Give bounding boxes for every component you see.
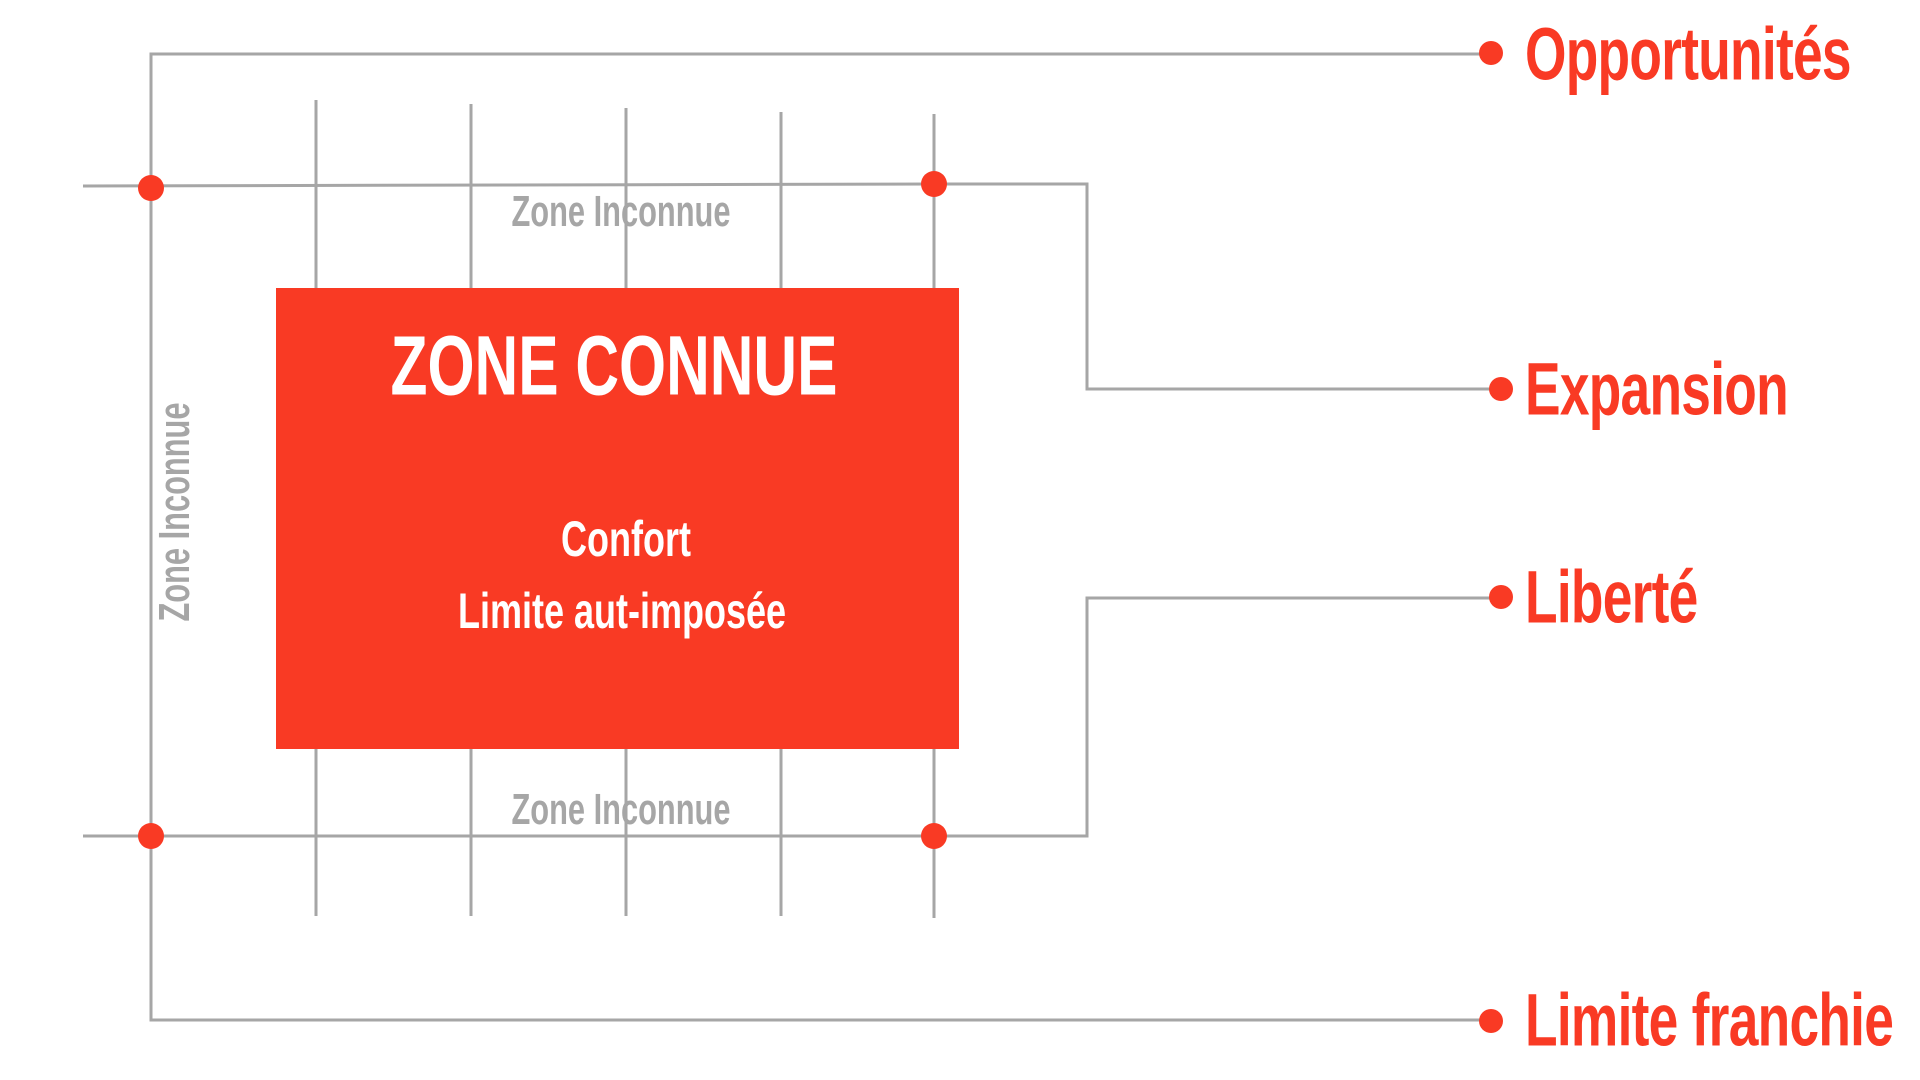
dot-opportunites xyxy=(1479,41,1503,65)
dot-limite-franchie xyxy=(1479,1009,1503,1033)
dot xyxy=(921,171,947,197)
dot xyxy=(138,175,164,201)
outcome-opportunites: Opportunités xyxy=(1525,12,1852,96)
unknown-zone-top-label: Zone Inconnue xyxy=(511,187,731,236)
line-expansion xyxy=(934,182,1501,391)
dot xyxy=(921,823,947,849)
dot xyxy=(138,823,164,849)
self-imposed-limit-label: Limite aut-imposée xyxy=(457,583,787,639)
unknown-zone-bottom-label: Zone Inconnue xyxy=(511,785,731,834)
comfort-label: Confort xyxy=(561,511,691,567)
line-opportunites xyxy=(149,52,1491,1022)
outcome-expansion: Expansion xyxy=(1525,347,1789,431)
dot-expansion xyxy=(1489,377,1513,401)
line-liberte xyxy=(934,596,1501,838)
outcome-liberte: Liberté xyxy=(1525,555,1698,639)
outcome-limite-franchie: Limite franchie xyxy=(1525,978,1894,1062)
known-zone-box xyxy=(276,288,959,749)
known-zone-title: ZONE CONNUE xyxy=(390,318,838,413)
unknown-zone-left-label: Zone Inconnue xyxy=(150,402,199,622)
line-top-boundary xyxy=(82,182,935,188)
dot-liberte xyxy=(1489,585,1513,609)
